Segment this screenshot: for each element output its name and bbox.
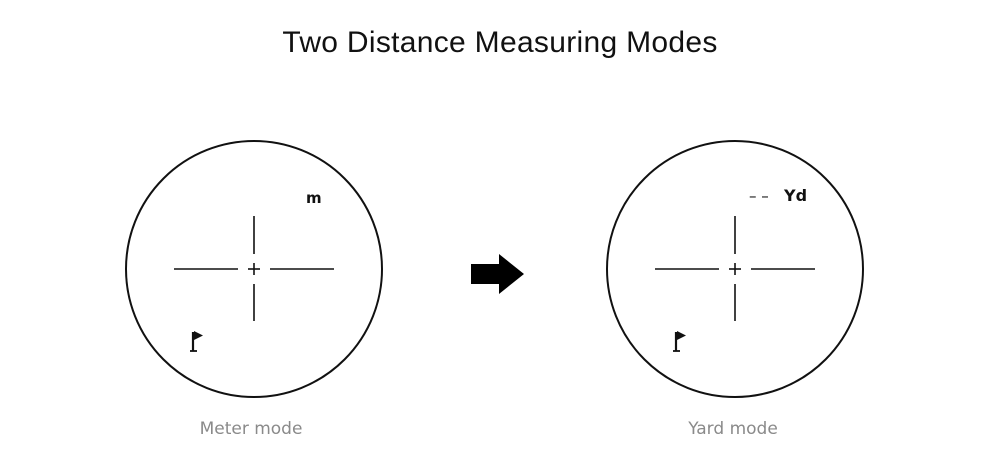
yard-reticle-circle [606, 140, 864, 398]
yard-unit-label: Yd [783, 186, 807, 205]
flag-icon [190, 331, 203, 352]
meter-mode-caption: Meter mode [199, 419, 303, 439]
yard-mode-caption: Yard mode [688, 419, 778, 439]
right-arrow-icon [471, 254, 524, 294]
page-title: Two Distance Measuring Modes [282, 26, 718, 59]
meter-reticle-circle [125, 140, 383, 398]
meter-unit-label: m [306, 189, 322, 207]
meter-mode-reticle: m [125, 140, 383, 398]
yard-mode-reticle: – – Yd [606, 140, 864, 398]
yard-dash-label: – – [749, 187, 769, 205]
flag-icon [673, 331, 686, 352]
